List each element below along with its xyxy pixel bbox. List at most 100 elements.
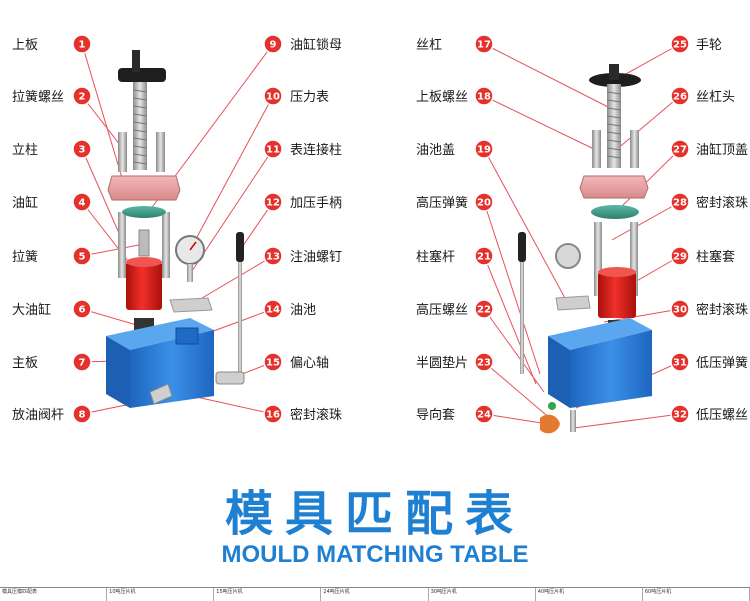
leader-line [483,148,567,301]
leader-line [483,361,553,421]
part-label: 丝杠 [416,37,442,53]
gauge-post-part [187,264,193,282]
callout-number: 11 [266,145,280,156]
leader-line [81,43,123,179]
pump-handle-rod-part [238,262,242,374]
callout-number: 6 [79,305,86,316]
part-label: 手轮 [696,38,722,53]
leader-line [189,95,274,251]
handwheel-grip-part [132,50,140,72]
callout-number-badge [263,34,283,54]
part-label: 油缸 [12,195,38,211]
cylinder-lock-nut-part [122,206,166,218]
part-label: 高压弹簧 [416,195,468,211]
callout-number: 24 [477,410,491,421]
handwheel-part [118,68,166,82]
upper-bolt-part [156,132,165,172]
screw-part [607,84,621,168]
body-top-part [106,318,214,350]
leader-line [603,308,681,323]
callout-number-badge [474,246,494,266]
table-header-cell: 15吨压片机 [214,588,322,601]
upper-bolt-part [118,132,127,172]
callout-number-badge [72,299,92,319]
column-part [594,222,602,296]
table-header-cell: 40吨压片机 [536,588,643,601]
part-label: 上板 [12,38,38,53]
oil-tank-part [175,327,199,345]
callout-number: 15 [266,358,280,369]
callout-number: 21 [477,252,491,263]
table-header-cell: 60吨压片机 [643,588,750,601]
part-label: 柱塞杆 [416,249,455,265]
callout-number: 19 [477,145,491,156]
cylinder-top-cap-part [591,205,639,219]
main-body-part [570,330,652,408]
callout-number-badge [670,192,690,212]
part-label: 油池 [290,303,316,318]
callout-number-badge [263,352,283,372]
leader-line [483,308,545,393]
callout-number: 12 [266,198,280,209]
callout-number-badge [670,352,690,372]
callout-number: 1 [79,40,86,51]
callout-number-badge [72,86,92,106]
seal-ball-part [548,402,556,410]
pressure-gauge-part [555,243,581,269]
callout-number: 28 [673,198,687,209]
callout-number: 9 [270,40,277,51]
upper-bolt-part [630,130,639,168]
part-label: 半圆垫片 [416,355,468,371]
spring-part [138,229,150,257]
column-part [162,212,170,278]
table-header-cell: 30吨压片机 [429,588,536,601]
callout-number-badge [72,404,92,424]
part-label: 导向套 [416,407,455,423]
callout-number-badge [474,352,494,372]
callout-number: 5 [79,252,86,263]
callout-number: 31 [673,358,687,369]
screw-thread-part [132,89,148,165]
callout-number: 4 [79,198,86,209]
oil-screw-plate-part [169,297,213,313]
callout-number-badge [474,404,494,424]
leader-line [615,148,681,213]
callout-number-badge [72,352,92,372]
callout-number: 10 [266,92,280,103]
callout-number: 2 [79,92,86,103]
leader-line [573,413,681,429]
leader-line [615,95,681,151]
part-label: 柱塞套 [696,249,735,265]
part-label: 上板螺丝 [416,90,468,105]
column-part [630,222,638,296]
title-english: MOULD MATCHING TABLE [221,541,529,568]
leader-line [81,308,141,327]
callout-number-badge [263,404,283,424]
callout-number: 30 [673,305,687,316]
table-header-cell: 10吨压片机 [107,588,215,601]
callout-number-badge [474,139,494,159]
callout-number: 3 [79,145,86,156]
part-label: 偏心轴 [290,356,329,371]
callout-number: 22 [477,305,491,316]
part-label: 低压螺丝 [696,408,748,423]
part-label: 注油螺钉 [290,250,342,265]
oil-tank-cover-part [555,295,591,311]
leader-line [483,255,537,385]
callout-number: 18 [477,92,491,103]
red-cylinder-part [126,262,162,310]
press-right-drawing [518,64,652,434]
callout-number-badge [263,192,283,212]
part-label: 大油缸 [12,302,51,318]
screw-part [133,82,147,170]
callout-number: 13 [266,252,280,263]
callout-number: 17 [477,40,491,51]
eccentric-shaft-part [215,371,245,385]
leader-line [191,255,274,305]
table-header-cell: 模具压模匹配表 [0,588,108,601]
callout-number: 20 [477,198,491,209]
callout-number-badge [263,86,283,106]
